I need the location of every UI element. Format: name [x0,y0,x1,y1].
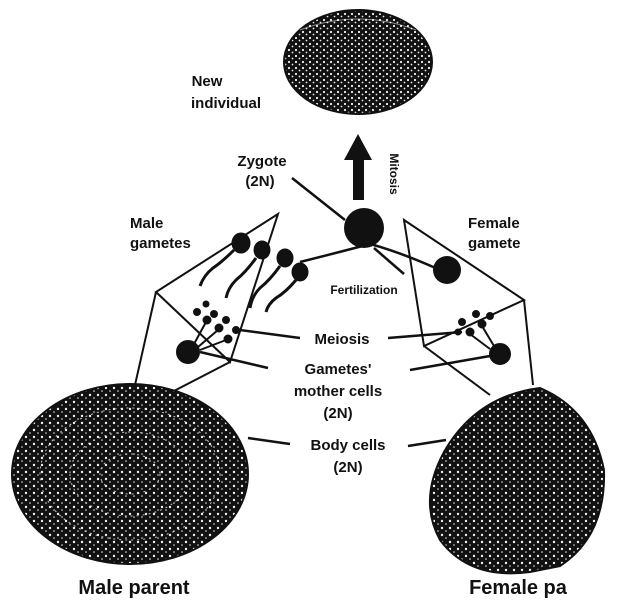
male-gametes-label-line1: Male [130,215,163,232]
gametes-mother-cells-label-line3: (2N) [323,405,352,422]
mitosis-label: Mitosis [387,153,401,195]
new-individual-organism [284,10,432,114]
new-individual-label-line2: individual [191,95,261,112]
zygote-label-line2: (2N) [245,173,274,190]
meiosis-label: Meiosis [314,331,369,348]
gametes-mother-cells-label-line2: mother cells [294,383,382,400]
male-gametes-label-line2: gametes [130,235,191,252]
female-gamete-label-line2: gamete [468,235,521,252]
mitosis-arrow [344,134,372,200]
male-parent-organism [12,384,248,564]
zygote-label-line1: Zygote [237,153,286,170]
new-individual-label-line1: New [192,73,223,90]
female-gamete-label-line1: Female [468,215,520,232]
sperm-cells [200,234,307,312]
zygote-cell [344,208,384,248]
female-parent-label: Female pa [469,577,568,599]
male-parent-label: Male parent [78,577,189,599]
female-parent-organism [430,388,604,573]
body-cells-label-line2: (2N) [333,459,362,476]
egg-cell [433,256,461,284]
gametes-mother-cells-label-line1: Gametes' [305,361,372,378]
fertilization-label: Fertilization [330,283,397,297]
body-cells-label-line1: Body cells [310,437,385,454]
